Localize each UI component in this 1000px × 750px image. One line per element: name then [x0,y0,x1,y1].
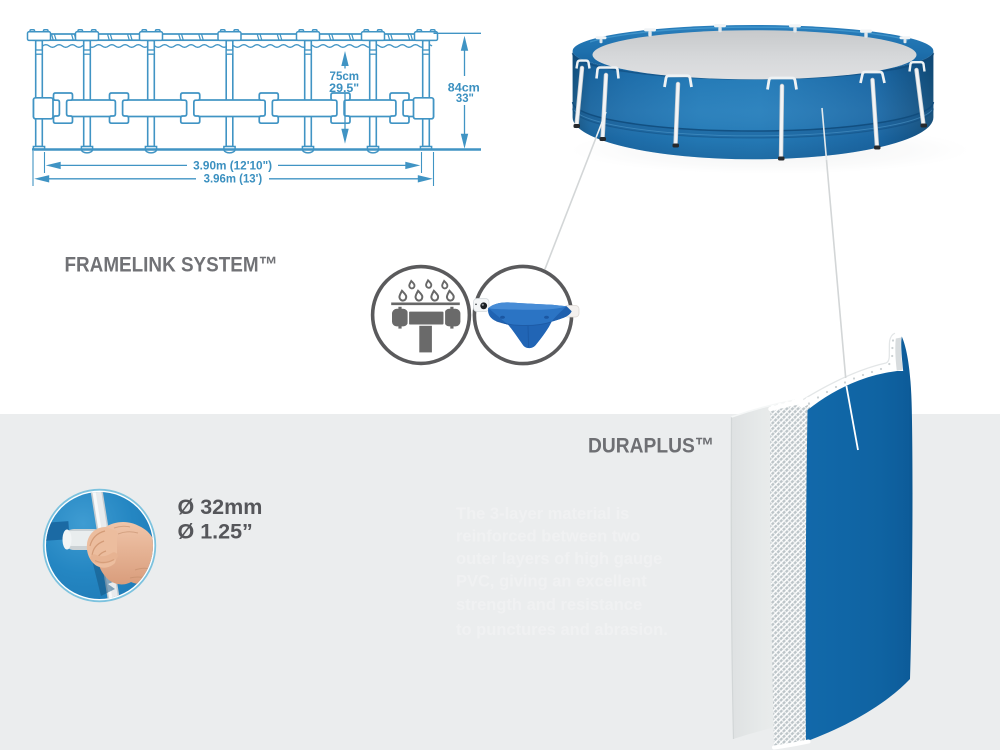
svg-text:84cm: 84cm [448,81,480,95]
svg-text:reinforced between two: reinforced between two [456,528,640,546]
svg-text:3.96m (13'): 3.96m (13') [204,172,263,186]
svg-text:33": 33" [456,91,474,105]
svg-text:PVC, giving an excellent: PVC, giving an excellent [456,573,647,591]
svg-text:to punctures and abrasion.: to punctures and abrasion. [456,621,668,639]
svg-text:outer layers of high gauge: outer layers of high gauge [456,550,662,568]
svg-text:Ø 1.25”: Ø 1.25” [178,520,253,544]
svg-text:75cm: 75cm [330,69,360,83]
svg-text:FRAMELINK SYSTEM™: FRAMELINK SYSTEM™ [65,253,278,277]
svg-text:29.5": 29.5" [329,81,359,95]
svg-text:strength and resistance: strength and resistance [456,596,642,614]
svg-text:DURAPLUS™: DURAPLUS™ [588,434,714,458]
svg-text:The 3-layer material is: The 3-layer material is [456,505,629,523]
svg-text:Ø 32mm: Ø 32mm [178,495,263,519]
svg-text:3.90m (12'10"): 3.90m (12'10") [193,158,272,172]
